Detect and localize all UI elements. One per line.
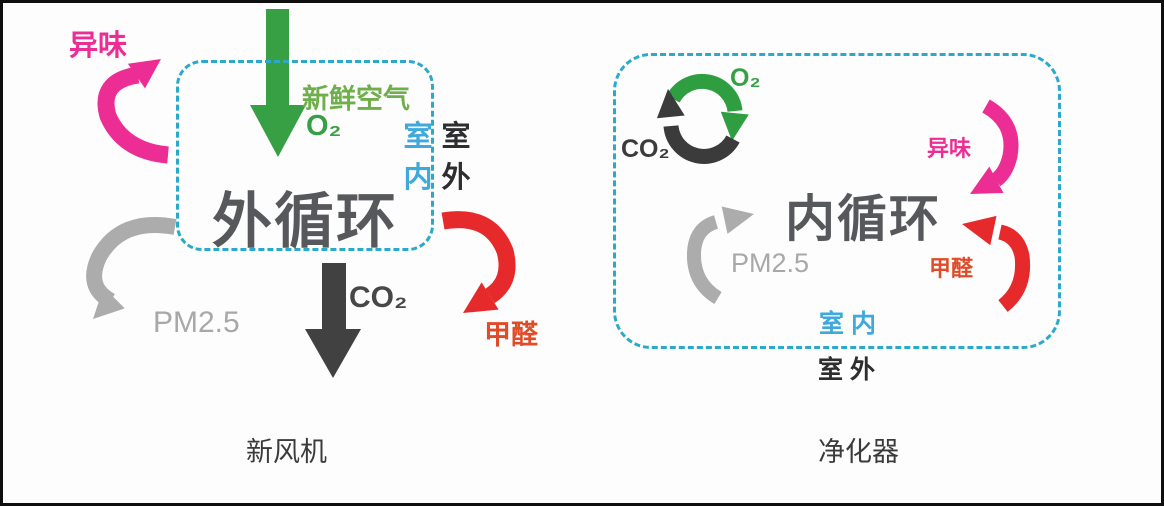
fresh-air-label: 新鲜空气 xyxy=(302,84,410,114)
o2-label-left: O₂ xyxy=(306,110,342,142)
formaldehyde-label-right: 甲醛 xyxy=(929,256,974,281)
pm25-label-right: PM2.5 xyxy=(731,248,810,278)
right-title: 内循环 xyxy=(785,191,941,247)
pm25-arrow-left-icon xyxy=(86,217,177,319)
outdoor-label-right: 室 外 xyxy=(818,356,875,384)
formaldehyde-label-left: 甲醛 xyxy=(484,320,538,350)
left-title: 外循环 xyxy=(212,188,398,255)
odor-label-right: 异味 xyxy=(927,136,972,161)
formaldehyde-arrow-right-icon xyxy=(962,215,1031,312)
o2-label-right: O₂ xyxy=(730,64,761,92)
outdoor-label-left: 室外 xyxy=(441,121,471,194)
room-boundary-left xyxy=(176,60,434,251)
co2-label-right: CO₂ xyxy=(621,135,670,163)
room-boundary-right xyxy=(613,53,1061,349)
pm25-label-left: PM2.5 xyxy=(153,306,240,339)
odor-label-left: 异味 xyxy=(69,30,128,62)
pm25-arrow-right-icon xyxy=(686,206,754,305)
device-label-right: 净化器 xyxy=(818,437,899,467)
device-label-left: 新风机 xyxy=(246,437,327,467)
odor-arrow-right-icon xyxy=(970,99,1019,194)
fresh-air-arrow-icon xyxy=(250,9,306,157)
odor-arrow-left-icon xyxy=(97,59,170,164)
co2-arrow-left-icon xyxy=(305,263,361,378)
formaldehyde-arrow-left-icon xyxy=(441,211,516,313)
o2-co2-cycle-icon xyxy=(656,73,749,164)
indoor-label-right: 室 内 xyxy=(819,310,876,338)
co2-label-left: CO₂ xyxy=(349,281,408,314)
indoor-label-left: 室内 xyxy=(403,121,433,194)
